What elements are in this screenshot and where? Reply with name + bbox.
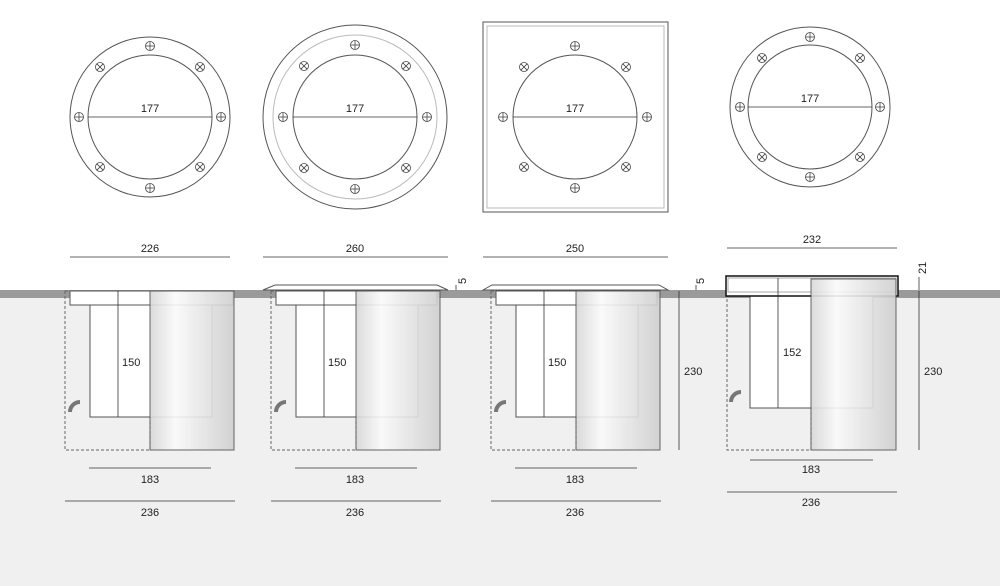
sleeve-cylinder — [810, 278, 897, 451]
screw-icon — [401, 61, 411, 71]
screw-icon — [757, 152, 767, 162]
protrusion-label: 5 — [695, 278, 707, 284]
outer-width-label: 236 — [566, 507, 584, 519]
height-label: 150 — [122, 357, 140, 369]
screw-icon — [350, 40, 360, 50]
screw-icon — [422, 112, 432, 122]
protrusion-label: 21 — [917, 262, 929, 274]
screw-icon — [350, 184, 360, 194]
screw-icon — [74, 112, 84, 122]
bevelled-frame — [262, 284, 449, 291]
top-view-2: 177 — [262, 24, 448, 210]
screw-icon — [805, 32, 815, 42]
diameter-label: 177 — [346, 103, 364, 115]
screw-icon — [621, 62, 631, 72]
outer-width-label: 236 — [802, 497, 820, 509]
inner-width-label: 183 — [802, 464, 820, 476]
screw-icon — [735, 102, 745, 112]
outer-width-label: 236 — [346, 507, 364, 519]
depth-label: 230 — [684, 366, 702, 378]
diameter-label: 177 — [141, 103, 159, 115]
top-view-4: 177 — [729, 26, 891, 188]
cable-gland-icon — [494, 400, 507, 413]
top-view-3: 177 — [482, 21, 669, 213]
cable-gland-icon — [729, 390, 742, 403]
protrusion-label: 5 — [457, 278, 469, 284]
cable-gland-icon — [68, 400, 81, 413]
screw-icon — [621, 162, 631, 172]
screw-icon — [299, 163, 309, 173]
side-view-3: 250 150 5 230 183 236 — [481, 243, 707, 519]
inner-width-label: 183 — [346, 474, 364, 486]
screw-icon — [216, 112, 226, 122]
cable-gland-icon — [274, 400, 287, 413]
diameter-label: 177 — [566, 103, 584, 115]
screw-icon — [642, 112, 652, 122]
depth-label: 230 — [924, 366, 942, 378]
screw-icon — [570, 41, 580, 51]
screw-icon — [195, 62, 205, 72]
side-view-2: 260 150 5 183 236 — [262, 243, 469, 519]
height-label: 152 — [783, 347, 801, 359]
side-view-4: 232 152 21 230 183 236 — [725, 234, 942, 509]
bevelled-frame — [481, 284, 670, 291]
screw-icon — [95, 162, 105, 172]
screw-icon — [145, 183, 155, 193]
top-width-label: 232 — [803, 234, 821, 246]
screw-icon — [875, 102, 885, 112]
top-view-1: 177 — [69, 36, 231, 198]
outer-width-label: 236 — [141, 507, 159, 519]
screw-icon — [757, 53, 767, 63]
screw-icon — [855, 152, 865, 162]
screw-icon — [278, 112, 288, 122]
top-width-label: 226 — [141, 243, 159, 255]
screw-icon — [95, 62, 105, 72]
top-width-label: 260 — [346, 243, 364, 255]
screw-icon — [519, 162, 529, 172]
screw-icon — [805, 172, 815, 182]
screw-icon — [145, 41, 155, 51]
inner-width-label: 183 — [566, 474, 584, 486]
screw-icon — [498, 112, 508, 122]
sleeve-cylinder — [575, 290, 661, 451]
mid-ring — [272, 34, 438, 200]
screw-icon — [519, 62, 529, 72]
top-width-label: 250 — [566, 243, 584, 255]
screw-icon — [855, 53, 865, 63]
sleeve-cylinder — [355, 290, 441, 451]
height-label: 150 — [548, 357, 566, 369]
side-view-1: 226 150 183 236 — [64, 243, 235, 519]
screw-icon — [299, 61, 309, 71]
screw-icon — [401, 163, 411, 173]
screw-icon — [570, 183, 580, 193]
inner-width-label: 183 — [141, 474, 159, 486]
sleeve-cylinder — [149, 290, 235, 451]
inner-frame — [486, 25, 665, 209]
screw-icon — [195, 162, 205, 172]
diameter-label: 177 — [801, 93, 819, 105]
height-label: 150 — [328, 357, 346, 369]
